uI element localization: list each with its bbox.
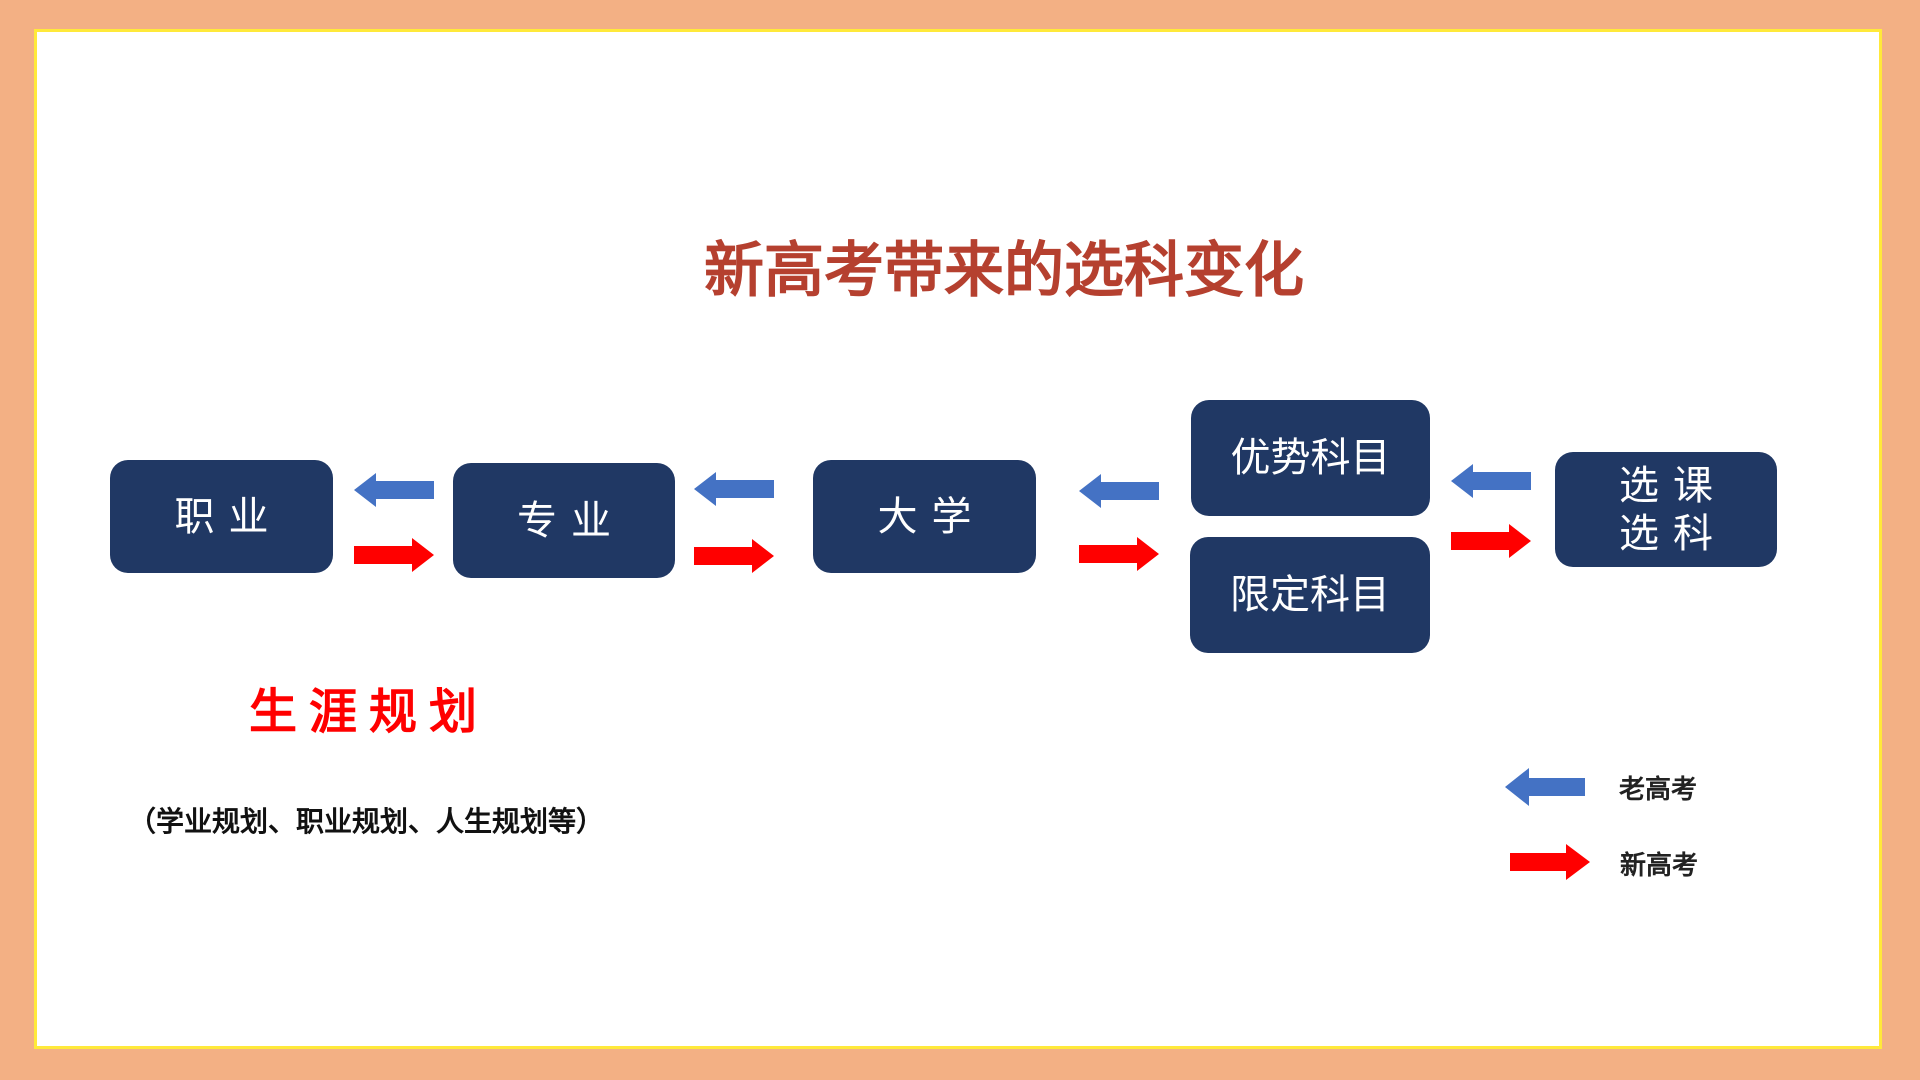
old-arrow-left-icon <box>694 472 774 506</box>
new-arrow-right-icon <box>354 538 434 572</box>
box-limited-subjects: 限定科目 <box>1190 537 1430 653</box>
legend-old-label: 老高考 <box>1619 775 1698 805</box>
box-course-selection-line2: 选科 <box>1619 510 1727 557</box>
box-course-selection-line1: 选课 <box>1619 462 1727 509</box>
box-career: 职业 <box>110 460 333 573</box>
legend-new-label: 新高考 <box>1620 851 1699 881</box>
page-title: 新高考带来的选科变化 <box>704 236 1304 306</box>
new-arrow-right-icon <box>1451 524 1531 558</box>
old-arrow-left-icon <box>1451 464 1531 498</box>
box-university: 大学 <box>813 460 1036 573</box>
box-strong-subjects: 优势科目 <box>1191 400 1430 516</box>
career-planning-detail: （学业规划、职业规划、人生规划等） <box>128 805 605 838</box>
legend-new-arrow-icon <box>1510 844 1590 880</box>
legend-old-arrow-icon <box>1505 768 1585 806</box>
career-planning-heading: 生涯规划 <box>249 684 490 740</box>
new-arrow-right-icon <box>1079 537 1159 571</box>
box-course-selection: 选课 选科 <box>1555 452 1777 567</box>
box-major: 专业 <box>453 463 675 578</box>
new-arrow-right-icon <box>694 539 774 573</box>
old-arrow-left-icon <box>1079 474 1159 508</box>
old-arrow-left-icon <box>354 473 434 507</box>
